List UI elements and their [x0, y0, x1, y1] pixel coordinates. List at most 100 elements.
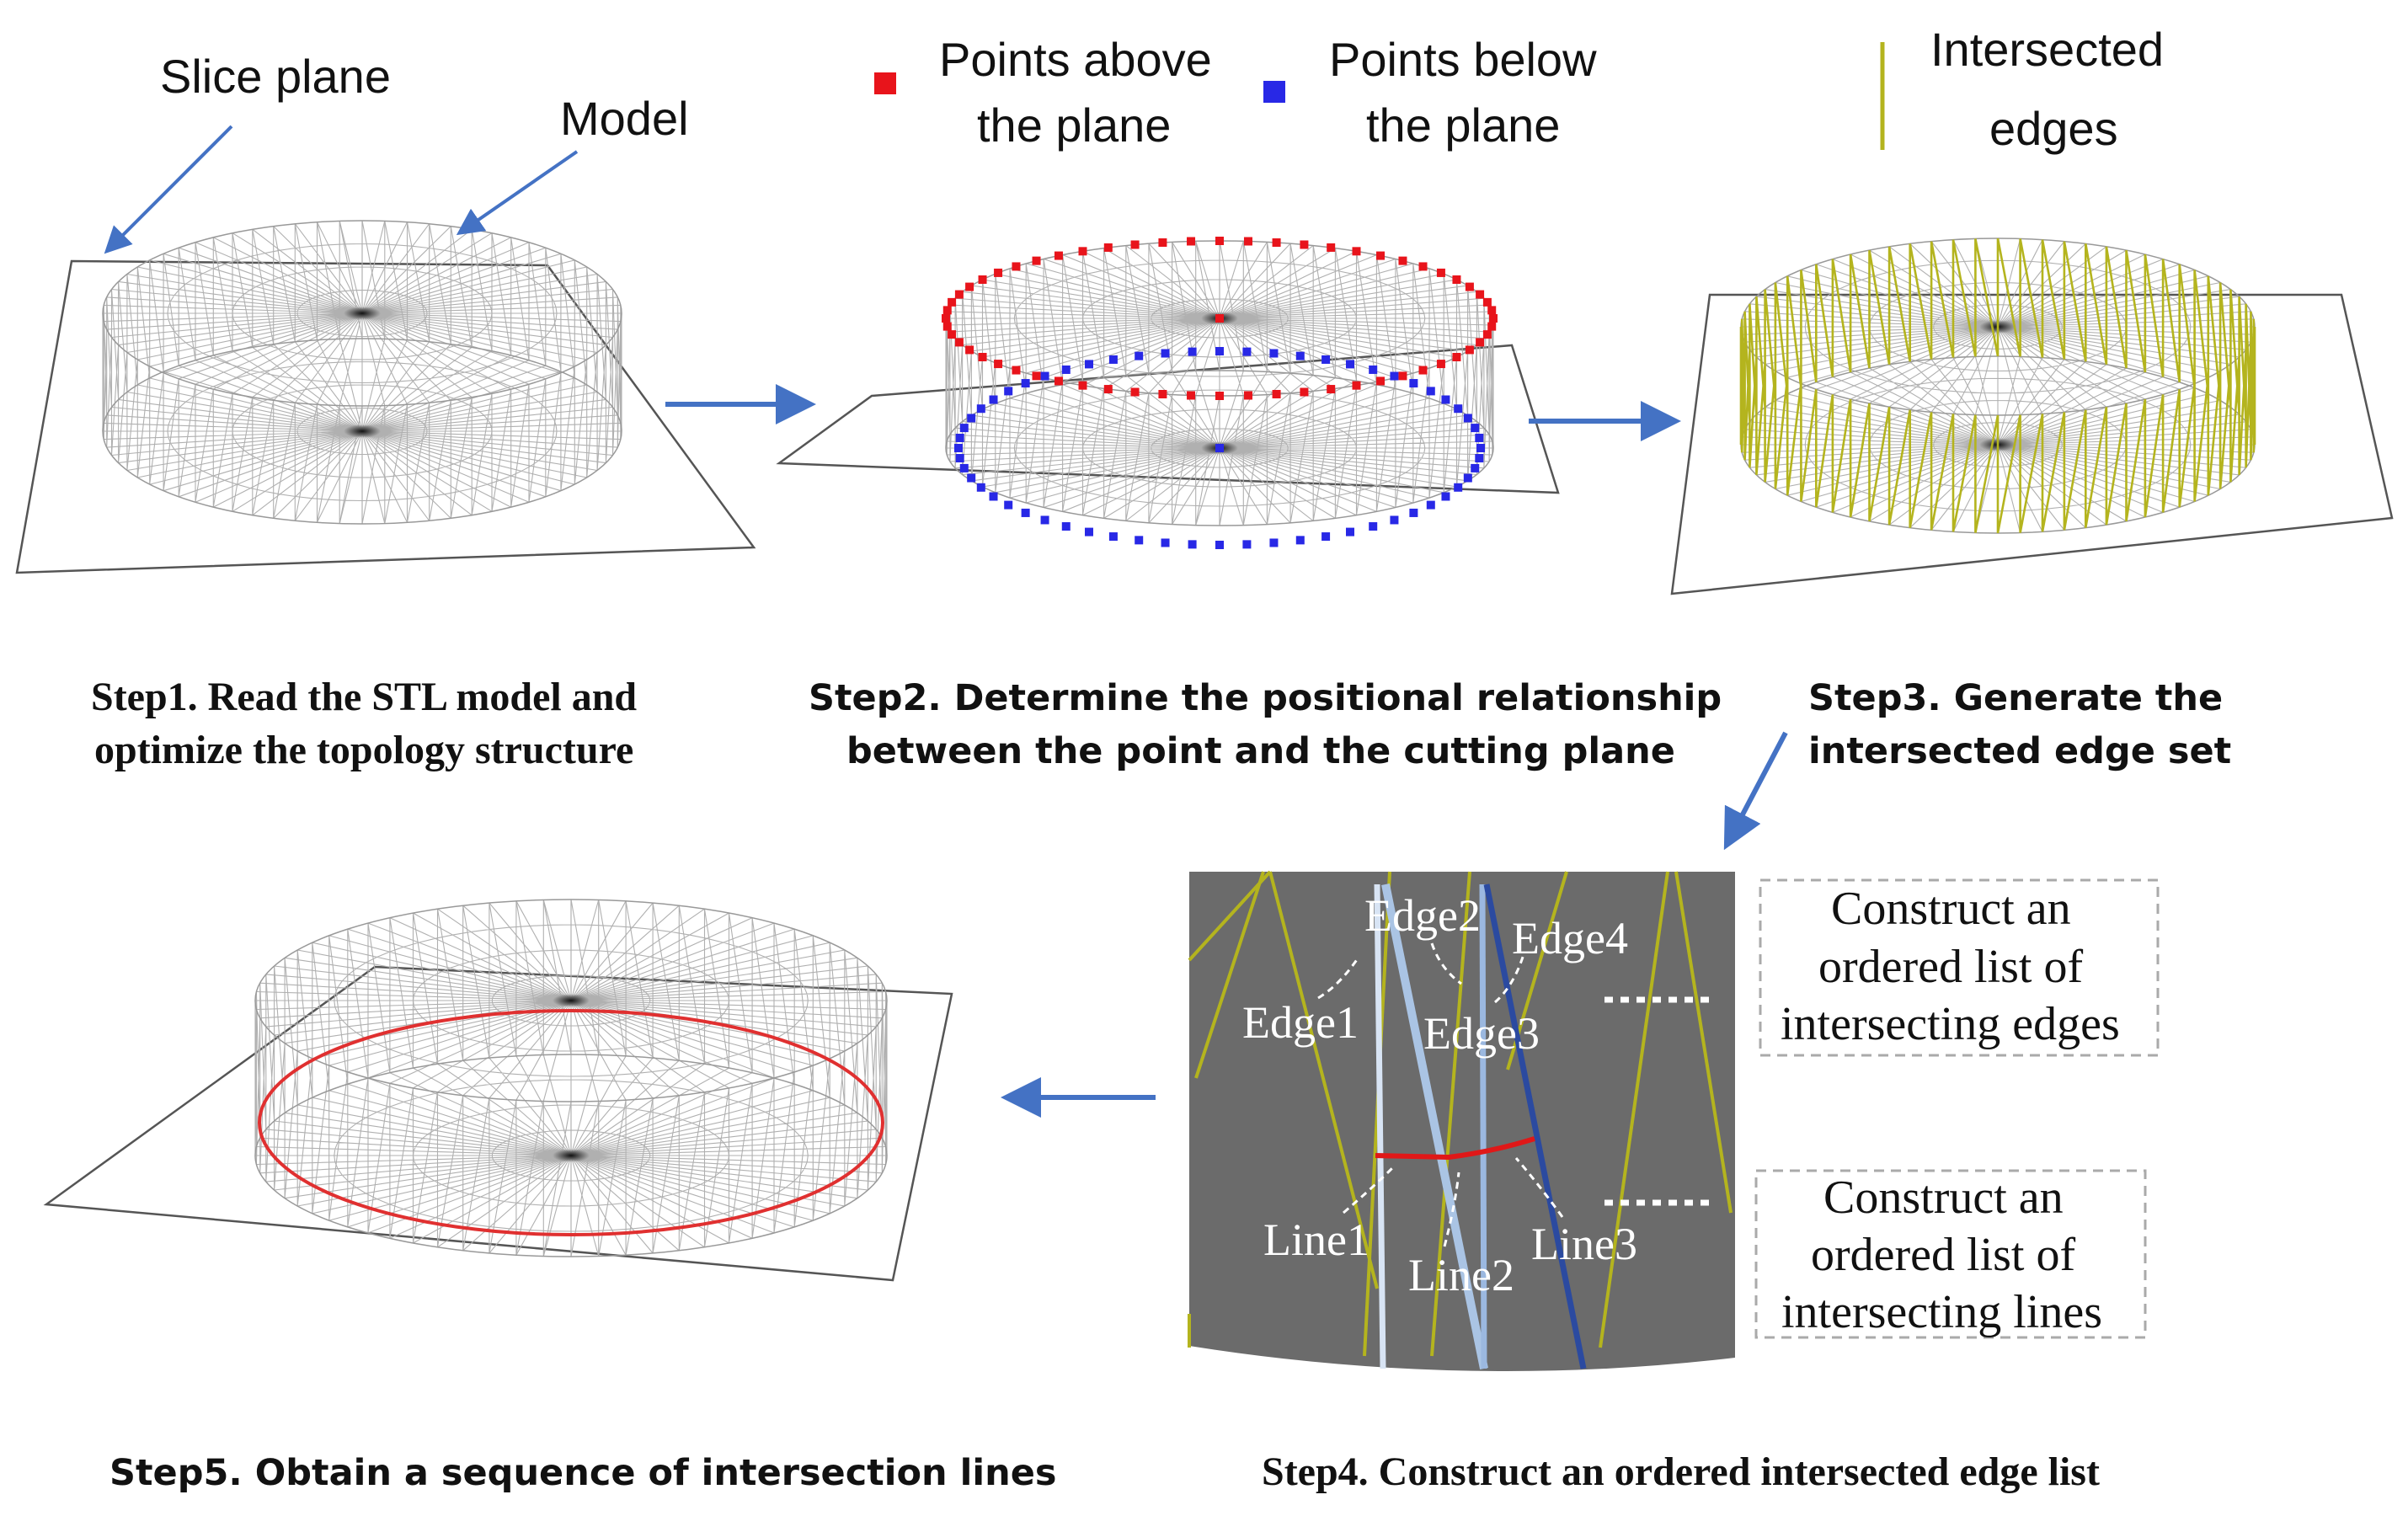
- bottom-rim: [102, 338, 622, 525]
- cylinder-model: [254, 899, 888, 1257]
- point-above: [978, 353, 987, 361]
- intersection-line-segments: [1375, 1136, 1535, 1161]
- point-below: [1004, 387, 1013, 396]
- point-below: [967, 473, 976, 483]
- point-above: [1300, 240, 1309, 249]
- point-below: [1061, 522, 1071, 531]
- line2-pointer: [1443, 1172, 1460, 1247]
- intersected-edge: [1430, 871, 1471, 1357]
- point-below: [989, 395, 998, 404]
- point-below: [1471, 463, 1480, 472]
- mesh-side-walls: [945, 240, 1494, 526]
- edge1: [1374, 883, 1386, 1369]
- point-below: [1454, 404, 1463, 414]
- point-above: [954, 290, 964, 299]
- step1-caption: optimize the topology structure: [94, 728, 633, 772]
- edges-list-text: Construct an: [1831, 883, 2071, 935]
- point-above: [1418, 262, 1428, 271]
- point-above: [978, 275, 987, 284]
- intersected-edge: [1194, 871, 1265, 1079]
- point-above: [1376, 251, 1386, 260]
- point-below: [1321, 532, 1331, 542]
- point-below: [1061, 365, 1071, 374]
- point-below: [1188, 347, 1197, 356]
- mesh-side-walls: [254, 899, 888, 1257]
- zoom-annotations: [1317, 942, 1564, 1247]
- edge4: [1483, 883, 1587, 1369]
- point-above: [1215, 314, 1224, 323]
- point-above: [1054, 376, 1063, 386]
- point-below: [1108, 532, 1118, 542]
- point-above: [1489, 314, 1498, 323]
- point-above: [1187, 391, 1196, 400]
- point-below: [1242, 540, 1252, 549]
- point-above: [954, 338, 964, 347]
- point-above: [1352, 247, 1361, 256]
- edges-list-text: ordered list of: [1818, 941, 2083, 993]
- point-above: [1078, 381, 1087, 390]
- point-above: [1452, 275, 1461, 284]
- bottom-hub: [344, 424, 381, 438]
- point-below: [1269, 349, 1279, 358]
- lines-list-text: intersecting lines: [1781, 1286, 2102, 1338]
- point-above: [1482, 297, 1492, 307]
- edge3-label: Edge3: [1423, 1008, 1540, 1059]
- step1-caption: Step1. Read the STL model and: [91, 675, 637, 719]
- point-below: [989, 492, 998, 501]
- point-above: [1376, 376, 1386, 386]
- point-above: [1465, 282, 1474, 291]
- point-above: [1398, 256, 1407, 265]
- step4-zoom-panel: Edge1 Edge2 Edge3 Edge4 Line1 Line2 Line…: [1188, 870, 1735, 1372]
- intersected-edge: [1599, 871, 1669, 1348]
- point-below: [1161, 349, 1170, 358]
- step2-panel: Points above the plane Points below the …: [776, 33, 1597, 549]
- point-below: [1426, 500, 1435, 510]
- point-below: [1040, 515, 1049, 525]
- model-label: Model: [560, 92, 689, 145]
- cylinder-model: [1739, 238, 2256, 534]
- lines-list-text: Construct an: [1823, 1172, 2064, 1224]
- point-above: [1398, 371, 1407, 381]
- point-below: [1390, 371, 1399, 381]
- line2-label: Line2: [1408, 1250, 1514, 1300]
- point-above: [1103, 385, 1113, 394]
- point-above: [1352, 381, 1361, 390]
- legend-below-marker: [1263, 81, 1285, 103]
- point-below: [1215, 347, 1224, 355]
- step4-caption: Step4. Construct an ordered intersected …: [1262, 1449, 2100, 1494]
- point-below: [1188, 540, 1197, 549]
- point-above: [1032, 256, 1041, 265]
- lines-list-text: ordered list of: [1811, 1229, 2075, 1281]
- point-above: [1158, 238, 1167, 248]
- edge2: [1381, 883, 1488, 1369]
- point-above: [1243, 391, 1252, 400]
- point-above: [1452, 353, 1461, 361]
- top-hub: [553, 994, 590, 1007]
- lines-list-frame: [1754, 1169, 2147, 1339]
- edge4-label: Edge4: [1512, 913, 1628, 964]
- point-below: [1021, 379, 1030, 388]
- legend-above-label: the plane: [977, 99, 1171, 152]
- step2-caption: between the point and the cutting plane: [846, 730, 1675, 772]
- point-below: [954, 444, 963, 452]
- point-below: [976, 404, 985, 414]
- point-below: [955, 454, 964, 463]
- point-above: [1272, 389, 1281, 398]
- step3-caption: intersected edge set: [1808, 730, 2231, 772]
- points-above-plane: [942, 237, 1498, 400]
- point-below: [1476, 444, 1485, 452]
- legend-edges-label: edges: [1989, 102, 2118, 155]
- flow-arrow-step3-to-step4: [1723, 731, 1788, 851]
- slice-plane-pointer-arrow: [104, 125, 233, 254]
- edge1-label: Edge1: [1242, 997, 1359, 1048]
- edge2-label: Edge2: [1364, 890, 1481, 941]
- step5-caption: Step5. Obtain a sequence of intersection…: [109, 1452, 1056, 1494]
- point-above: [965, 345, 974, 355]
- top-rim: [102, 220, 622, 407]
- top-hub: [344, 307, 381, 320]
- legend-above-label: Points above: [939, 33, 1212, 86]
- point-below: [1475, 433, 1484, 442]
- point-below: [1346, 527, 1354, 536]
- point-below: [1409, 379, 1418, 388]
- bottom-hub: [553, 1149, 590, 1162]
